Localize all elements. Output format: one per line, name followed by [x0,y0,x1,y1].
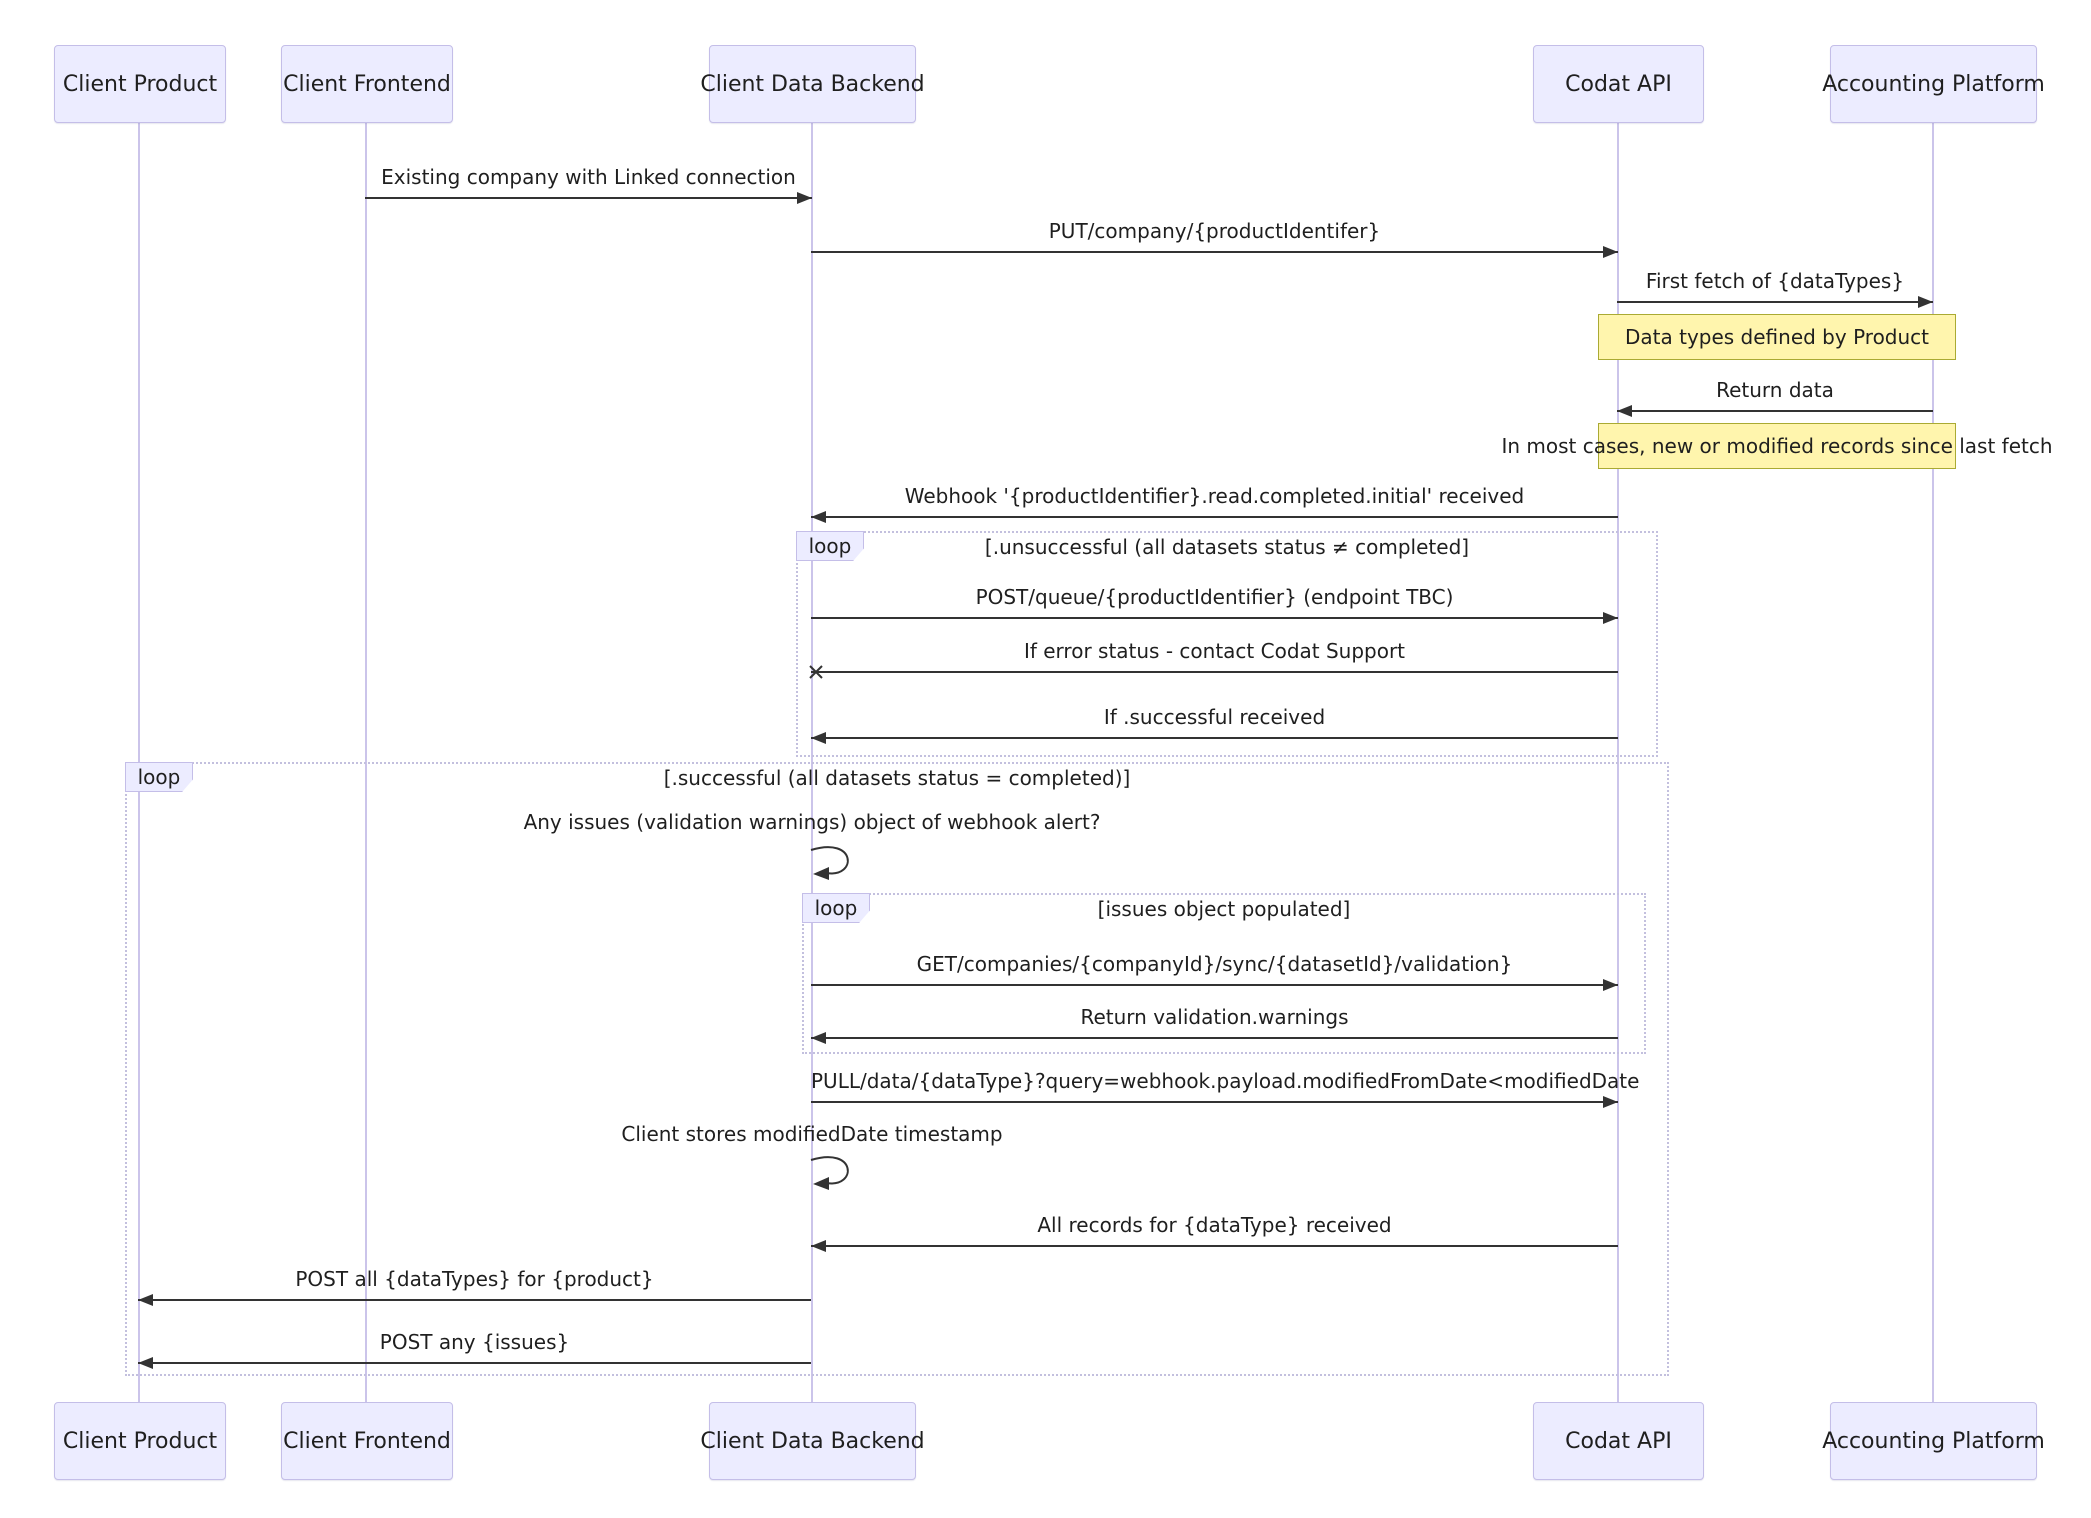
loop-successful: loop [.successful (all datasets status =… [125,762,1669,1376]
loop-label-tab: loop [802,893,870,923]
actor-top-client-frontend: Client Frontend [281,45,453,123]
arrowhead-left-icon [811,1032,826,1044]
self-message-any-issues: Any issues (validation warnings) object … [523,810,1101,834]
arrowhead-right-icon [1603,979,1618,991]
note-data-types: Data types defined by Product [1598,314,1956,360]
lifeline-client-data-backend [811,121,813,1402]
message-post-any-issues: POST any {issues} [138,1324,811,1369]
lifeline-client-frontend [365,121,367,1402]
actor-bottom-codat-api: Codat API [1533,1402,1704,1480]
self-loop-arrow-icon [810,1156,849,1190]
message-get-validation: GET/companies/{companyId}/sync/{datasetI… [811,946,1618,991]
message-return-data: Return data [1617,372,1933,417]
actor-bottom-accounting-platform: Accounting Platform [1822,1402,2045,1480]
message-pull-data: PULL/data/{dataType}?query=webhook.paylo… [811,1063,1639,1108]
arrowhead-right-icon [1603,1096,1618,1108]
actor-bottom-client-frontend: Client Frontend [281,1402,453,1480]
arrowhead-left-icon [811,1240,826,1252]
cross-end-icon [809,665,823,679]
arrowhead-left-icon [1617,405,1632,417]
arrowhead-right-icon [797,192,812,204]
message-existing-company: Existing company with Linked connection [365,159,812,204]
arrowhead-left-icon [811,511,826,523]
actor-top-client-product: Client Product [54,45,226,123]
message-post-queue: POST/queue/{productIdentifier} (endpoint… [811,579,1618,624]
arrowhead-right-icon [1603,246,1618,258]
loop-condition: [issues object populated] [1097,897,1351,921]
self-message-stores-timestamp: Client stores modifiedDate timestamp [621,1122,1003,1146]
arrowhead-left-icon [138,1357,153,1369]
actor-top-accounting-platform: Accounting Platform [1822,45,2045,123]
arrowhead-right-icon [1603,612,1618,624]
actor-bottom-client-product: Client Product [54,1402,226,1480]
loop-label-tab: loop [125,762,193,792]
arrowhead-left-icon [138,1294,153,1306]
message-first-fetch: First fetch of {dataTypes} [1617,263,1933,308]
message-error-status: If error status - contact Codat Support [809,633,1618,679]
arrowhead-left-icon [811,732,826,744]
actor-bottom-client-data-backend: Client Data Backend [700,1402,925,1480]
message-put-company: PUT/company/{productIdentifer} [811,213,1618,258]
message-post-all-datatypes: POST all {dataTypes} for {product} [138,1261,811,1306]
self-loop-arrow-icon [810,846,849,880]
loop-condition: [.unsuccessful (all datasets status ≠ co… [984,535,1470,559]
message-webhook-received: Webhook '{productIdentifier}.read.comple… [811,478,1618,523]
lifeline-accounting-platform [1932,121,1934,1402]
actor-top-codat-api: Codat API [1533,45,1704,123]
loop-issues: loop [issues object populated] [802,893,1646,1054]
note-modified-records: In most cases, new or modified records s… [1501,423,2053,469]
arrowhead-right-icon [1918,296,1933,308]
message-all-records-received: All records for {dataType} received [811,1207,1618,1252]
message-return-validation-warnings: Return validation.warnings [811,999,1618,1044]
loop-condition: [.successful (all datasets status = comp… [663,766,1131,790]
loop-label-tab: loop [796,531,864,561]
loop-unsuccessful: loop [.unsuccessful (all datasets status… [796,531,1658,757]
message-successful-received: If .successful received [811,699,1618,744]
lifeline-client-product [138,121,140,1402]
actor-top-client-data-backend: Client Data Backend [700,45,925,123]
lifeline-codat-api [1617,121,1619,1402]
